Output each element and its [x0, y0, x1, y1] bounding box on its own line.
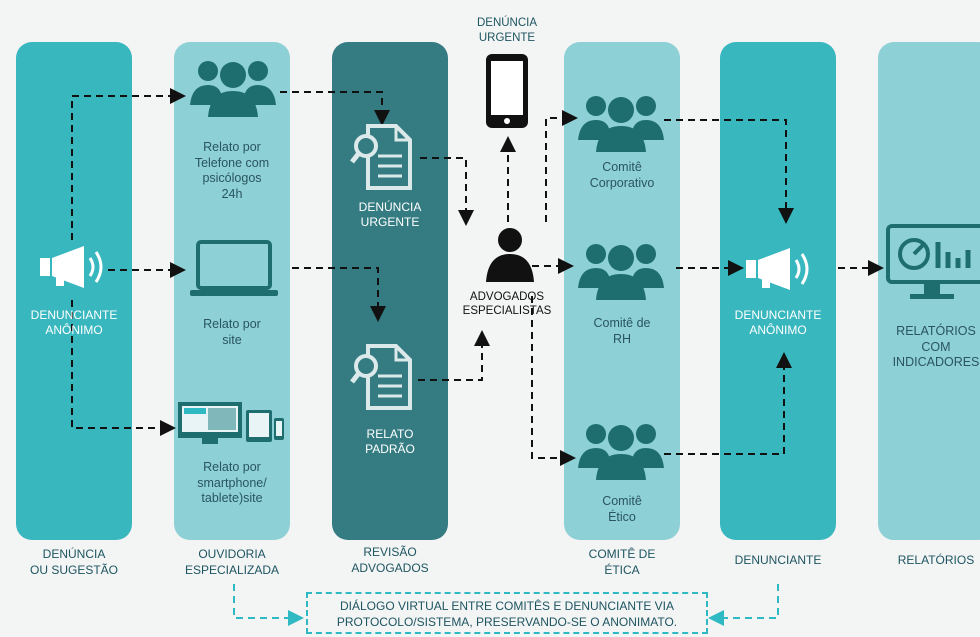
- label-denunciante: DENUNCIANTE: [734, 553, 822, 567]
- label-ouvidoria: OUVIDORIA ESPECIALIZADA: [184, 547, 280, 577]
- megaphone-icon: [746, 248, 809, 290]
- column-denuncia: [16, 42, 132, 540]
- label-relatorios: RELATÓRIOS: [897, 553, 975, 567]
- advogados-especialistas-text: ADVOGADOS ESPECIALISTAS: [462, 291, 552, 318]
- label-revisao: REVISÃO ADVOGADOS: [351, 545, 429, 575]
- revisao-item-padrao: RELATO PADRÃO: [365, 427, 415, 456]
- revisao-item-urgente: DENÚNCIA URGENTE: [358, 200, 422, 229]
- people-group-icon: [190, 61, 276, 117]
- laptop-icon: [190, 240, 278, 296]
- person-icon: [486, 228, 534, 282]
- document-search-icon: [350, 344, 412, 410]
- smartphone-icon: [486, 54, 528, 128]
- denunciante-anonimo-text-2: DENUNCIANTE ANÔNIMO: [734, 308, 822, 337]
- dialogo-virtual-text: DIÁLOGO VIRTUAL ENTRE COMITÊS E DENUNCIA…: [336, 599, 678, 630]
- people-group-icon: [578, 96, 664, 152]
- comite-item-rh: Comitê de RH: [593, 316, 651, 346]
- ouvidoria-item-smartphone: Relato por smartphone/ tablete)site: [197, 460, 267, 506]
- comite-item-corporativo: Comitê Corporativo: [589, 160, 655, 190]
- megaphone-icon: [40, 246, 103, 288]
- people-group-icon: [578, 424, 664, 480]
- comite-item-etico: Comitê Ético: [602, 494, 642, 524]
- column-denunciante: [720, 42, 836, 540]
- label-comite: COMITÊ DE ÉTICA: [588, 547, 656, 577]
- ouvidoria-item-telefone: Relato por Telefone com psicólogos 24h: [194, 140, 270, 201]
- monitor-chart-icon: [886, 224, 980, 299]
- ouvidoria-item-site: Relato por site: [203, 317, 261, 347]
- relatorios-indicadores-text: RELATÓRIOS COM INDICADORES: [892, 324, 980, 370]
- dialogo-virtual-box: DIÁLOGO VIRTUAL ENTRE COMITÊS E DENUNCIA…: [306, 592, 708, 634]
- label-denuncia: DENÚNCIA OU SUGESTÃO: [29, 547, 118, 577]
- document-search-icon: [350, 124, 412, 190]
- denuncia-urgente-top-label: DENÚNCIA URGENTE: [476, 17, 538, 44]
- devices-icon: [178, 402, 284, 444]
- denunciante-anonimo-text: DENUNCIANTE ANÔNIMO: [30, 308, 118, 337]
- people-group-icon: [578, 244, 664, 300]
